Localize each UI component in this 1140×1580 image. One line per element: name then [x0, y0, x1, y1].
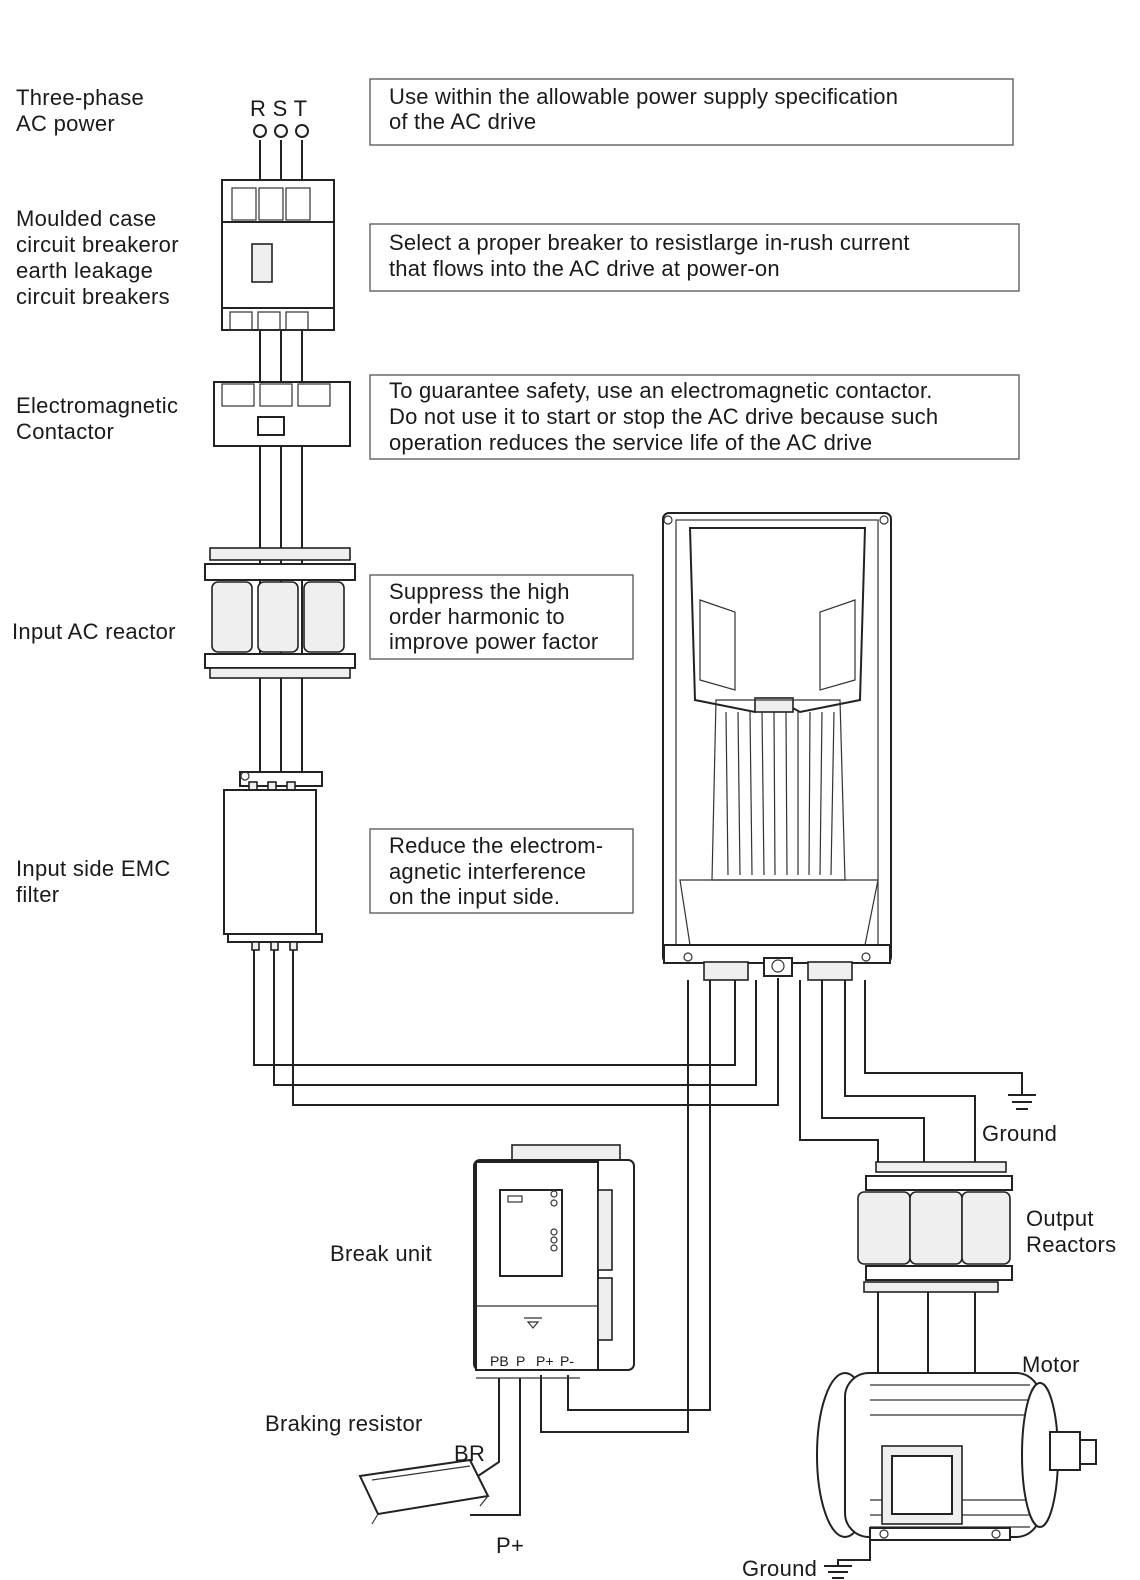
motor-icon: [816, 1372, 1097, 1541]
resistor-wires: [470, 1378, 521, 1516]
contactor-label: Electromagnetic Contactor: [16, 393, 185, 444]
note-emc: Reduce the electrom- agnetic interferenc…: [369, 828, 634, 914]
reactor-to-motor-wires: [877, 1292, 976, 1378]
break-unit-terminals: PB P P+ P-: [490, 1353, 574, 1369]
left-labels: Three-phase AC power Moulded case circui…: [12, 85, 185, 907]
note-reactor: Suppress the high order harmonic to impr…: [369, 574, 634, 660]
ground-right-label: Ground: [982, 1121, 1057, 1146]
p-plus-terminal-label: P+: [496, 1533, 524, 1558]
terminal-pb: PB: [490, 1353, 509, 1369]
break-unit-label: Break unit: [330, 1241, 432, 1266]
ground-bottom-label: Ground: [742, 1556, 817, 1580]
emc-filter-label: Input side EMC filter: [16, 856, 177, 907]
break-unit-icon: [473, 1144, 635, 1379]
terminal-p: P: [516, 1353, 525, 1369]
rst-label: R S T: [250, 96, 307, 121]
svg-text:Select a proper breaker to res: Select a proper breaker to resistlarge i…: [389, 230, 916, 281]
note-power-spec: Use within the allowable power supply sp…: [369, 78, 1014, 146]
ac-drive-icon: [662, 512, 892, 981]
circuit-breaker-icon: [221, 179, 335, 331]
ground-bottom-icon: [824, 1540, 871, 1579]
svg-text:To guarantee safety, use an el: To guarantee safety, use an electromagne…: [389, 378, 945, 455]
drive-output-wires: [540, 980, 1023, 1433]
power-source-label: Three-phase AC power: [16, 85, 150, 136]
svg-text:Suppress the high order: Suppress the high order harmonic to impr…: [389, 579, 598, 654]
contactor-icon: [213, 381, 351, 447]
br-terminal-label: BR: [454, 1441, 485, 1466]
rst-terminals: R S T: [250, 96, 309, 138]
drive-heatsink-fins: [725, 711, 835, 876]
ground-right-icon: [1008, 1094, 1036, 1110]
svg-text:Reduce the electrom- agn: Reduce the electrom- agnetic interferenc…: [389, 833, 610, 909]
braking-resistor-icon: [358, 1458, 490, 1525]
svg-text:Use within the allowable power: Use within the allowable power supply sp…: [389, 84, 904, 134]
note-breaker: Select a proper breaker to resistlarge i…: [369, 223, 1020, 292]
motor-label: Motor: [1022, 1352, 1080, 1377]
emc-filter-icon: [223, 771, 323, 951]
terminal-p-plus: P+: [536, 1353, 554, 1369]
note-contactor: To guarantee safety, use an electromagne…: [369, 374, 1020, 460]
output-reactors-label: Output Reactors: [1026, 1206, 1116, 1257]
breaker-label: Moulded case circuit breakeror earth lea…: [16, 206, 185, 309]
input-reactor-icon: [204, 547, 356, 679]
terminal-p-minus: P-: [560, 1353, 574, 1369]
braking-resistor-label: Braking resistor: [265, 1411, 423, 1436]
output-reactors-icon: [857, 1161, 1013, 1293]
input-reactor-label: Input AC reactor: [12, 619, 176, 644]
filter-to-drive-wires: [253, 950, 779, 1106]
